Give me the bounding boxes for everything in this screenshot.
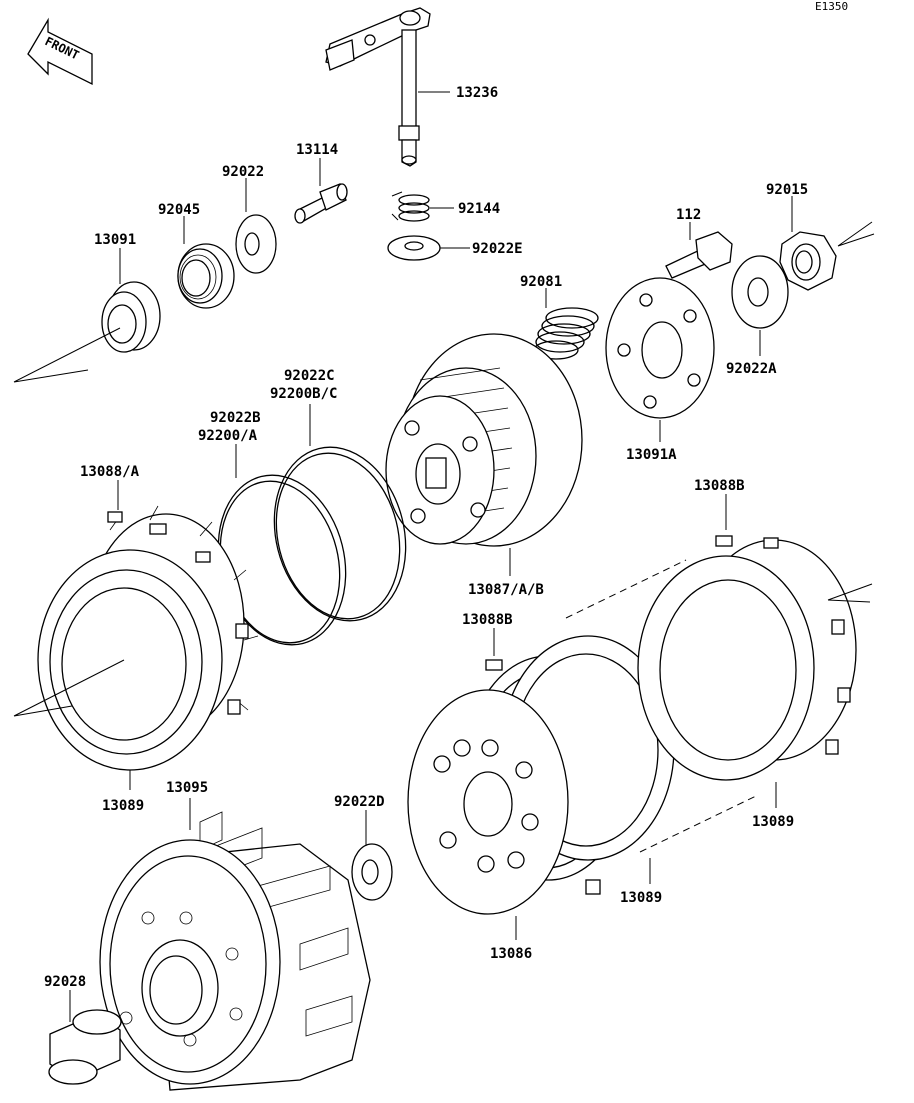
- spring-92144-part: [391, 191, 430, 222]
- label-13095: 13095: [166, 780, 208, 796]
- washer-92022e-part: [387, 235, 441, 261]
- label-92200a: 92200/A: [198, 428, 258, 444]
- stack-indicator-top: [565, 559, 687, 619]
- label-13087ab: 13087/A/B: [468, 582, 544, 598]
- spring-92081-part: [533, 307, 599, 360]
- label-92022: 92022: [222, 164, 264, 180]
- label-13088b-top: 13088B: [694, 478, 745, 494]
- label-92022e: 92022E: [472, 241, 523, 257]
- sleeve-92028-part: [48, 1009, 122, 1085]
- label-13091a: 13091A: [626, 447, 677, 463]
- bearing-part: [177, 243, 235, 309]
- label-92144: 92144: [458, 201, 500, 217]
- washer-92022-part: [235, 214, 277, 274]
- label-13114: 13114: [296, 142, 338, 158]
- label-112: 112: [676, 207, 701, 223]
- label-92022c: 92022C: [284, 368, 335, 384]
- label-13236: 13236: [456, 85, 498, 101]
- o-ring-92200bc-part: [273, 446, 407, 622]
- release-shaft-part: [325, 7, 431, 167]
- steel-plate-13089-right-part: [637, 555, 815, 781]
- label-13089-right: 13089: [752, 814, 794, 830]
- washer-92022a-part: [731, 255, 789, 329]
- stack-indicator-bottom: [639, 795, 757, 853]
- label-92022a: 92022A: [726, 361, 777, 377]
- clutch-housing-13095-part: [99, 811, 371, 1091]
- clutch-hub-13087-part: [385, 333, 583, 547]
- label-13088b-mid: 13088B: [462, 612, 513, 628]
- pushrod-pin-part: [294, 183, 348, 224]
- diagram-code: E1350: [815, 0, 848, 13]
- bolt-112-part: [665, 231, 733, 279]
- label-92015: 92015: [766, 182, 808, 198]
- front-arrow-icon: FRONT: [27, 17, 93, 86]
- label-13089-left: 13089: [102, 798, 144, 814]
- label-13089-mid: 13089: [620, 890, 662, 906]
- label-13088a: 13088/A: [80, 464, 140, 480]
- hub-13091-part: [101, 281, 161, 353]
- pressure-plate-13091a-part: [605, 277, 715, 419]
- label-13086: 13086: [490, 946, 532, 962]
- label-92081: 92081: [520, 274, 562, 290]
- nut-92015-part: [779, 231, 837, 291]
- label-92045: 92045: [158, 202, 200, 218]
- steel-plate-13089-left-part: [37, 549, 223, 771]
- washer-92022d-part: [351, 843, 393, 901]
- label-92200bc: 92200B/C: [270, 386, 337, 402]
- pressure-plate-13086-part: [407, 689, 569, 915]
- label-92022d: 92022D: [334, 794, 385, 810]
- label-92028: 92028: [44, 974, 86, 990]
- label-13091: 13091: [94, 232, 136, 248]
- label-92022b: 92022B: [210, 410, 261, 426]
